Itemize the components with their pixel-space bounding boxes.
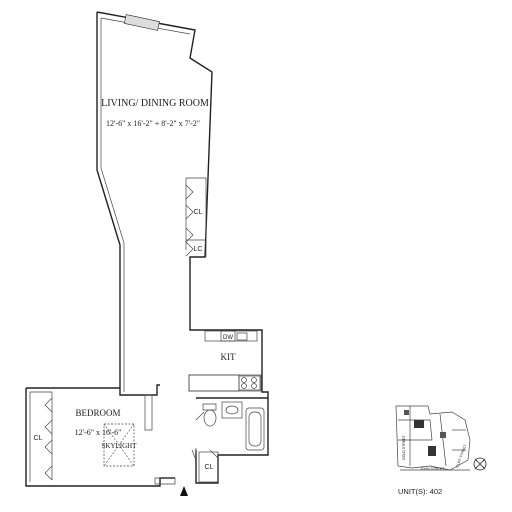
skylight bbox=[103, 423, 135, 467]
bedroom bbox=[25, 387, 176, 487]
linen-closet-label: LC bbox=[194, 246, 203, 253]
keyplan-street-john: JOHN STREET bbox=[420, 467, 445, 471]
living-closet-doors bbox=[185, 184, 194, 257]
bath-closet bbox=[198, 451, 219, 483]
bedroom-dims: 12'-6" x 16'-6" bbox=[75, 428, 122, 437]
keyplan-street-gold: GOLD STREET bbox=[402, 434, 406, 460]
bath-closet-label: CL bbox=[205, 464, 214, 471]
keyplan-street-cliff: CLIFF STREET bbox=[455, 443, 467, 468]
compass-icon bbox=[473, 457, 487, 471]
living-room-walls bbox=[96, 11, 269, 484]
kitchen-name: KIT bbox=[221, 352, 236, 362]
bedroom-closet-label: CL bbox=[34, 435, 43, 442]
living-room-dims: 12'-6" x 16'-2" + 8'-2" x 7'-2" bbox=[106, 119, 200, 128]
key-plan bbox=[395, 405, 471, 471]
living-room-name: LIVING/ DINING ROOM bbox=[101, 98, 209, 109]
bedroom-name: BEDROOM bbox=[75, 408, 120, 418]
living-closet-label: CL bbox=[194, 209, 203, 216]
bathroom bbox=[195, 397, 268, 459]
window-top bbox=[123, 14, 160, 31]
unit-label: UNIT(S): 402 bbox=[398, 487, 442, 496]
dishwasher-label: DW bbox=[223, 335, 233, 341]
bedroom-closet-doors bbox=[44, 397, 53, 481]
kitchen bbox=[188, 330, 262, 392]
apartment-walls bbox=[96, 11, 269, 484]
entry-arrow-icon bbox=[180, 486, 188, 496]
skylight-label: SKYLIGHT bbox=[102, 442, 138, 450]
